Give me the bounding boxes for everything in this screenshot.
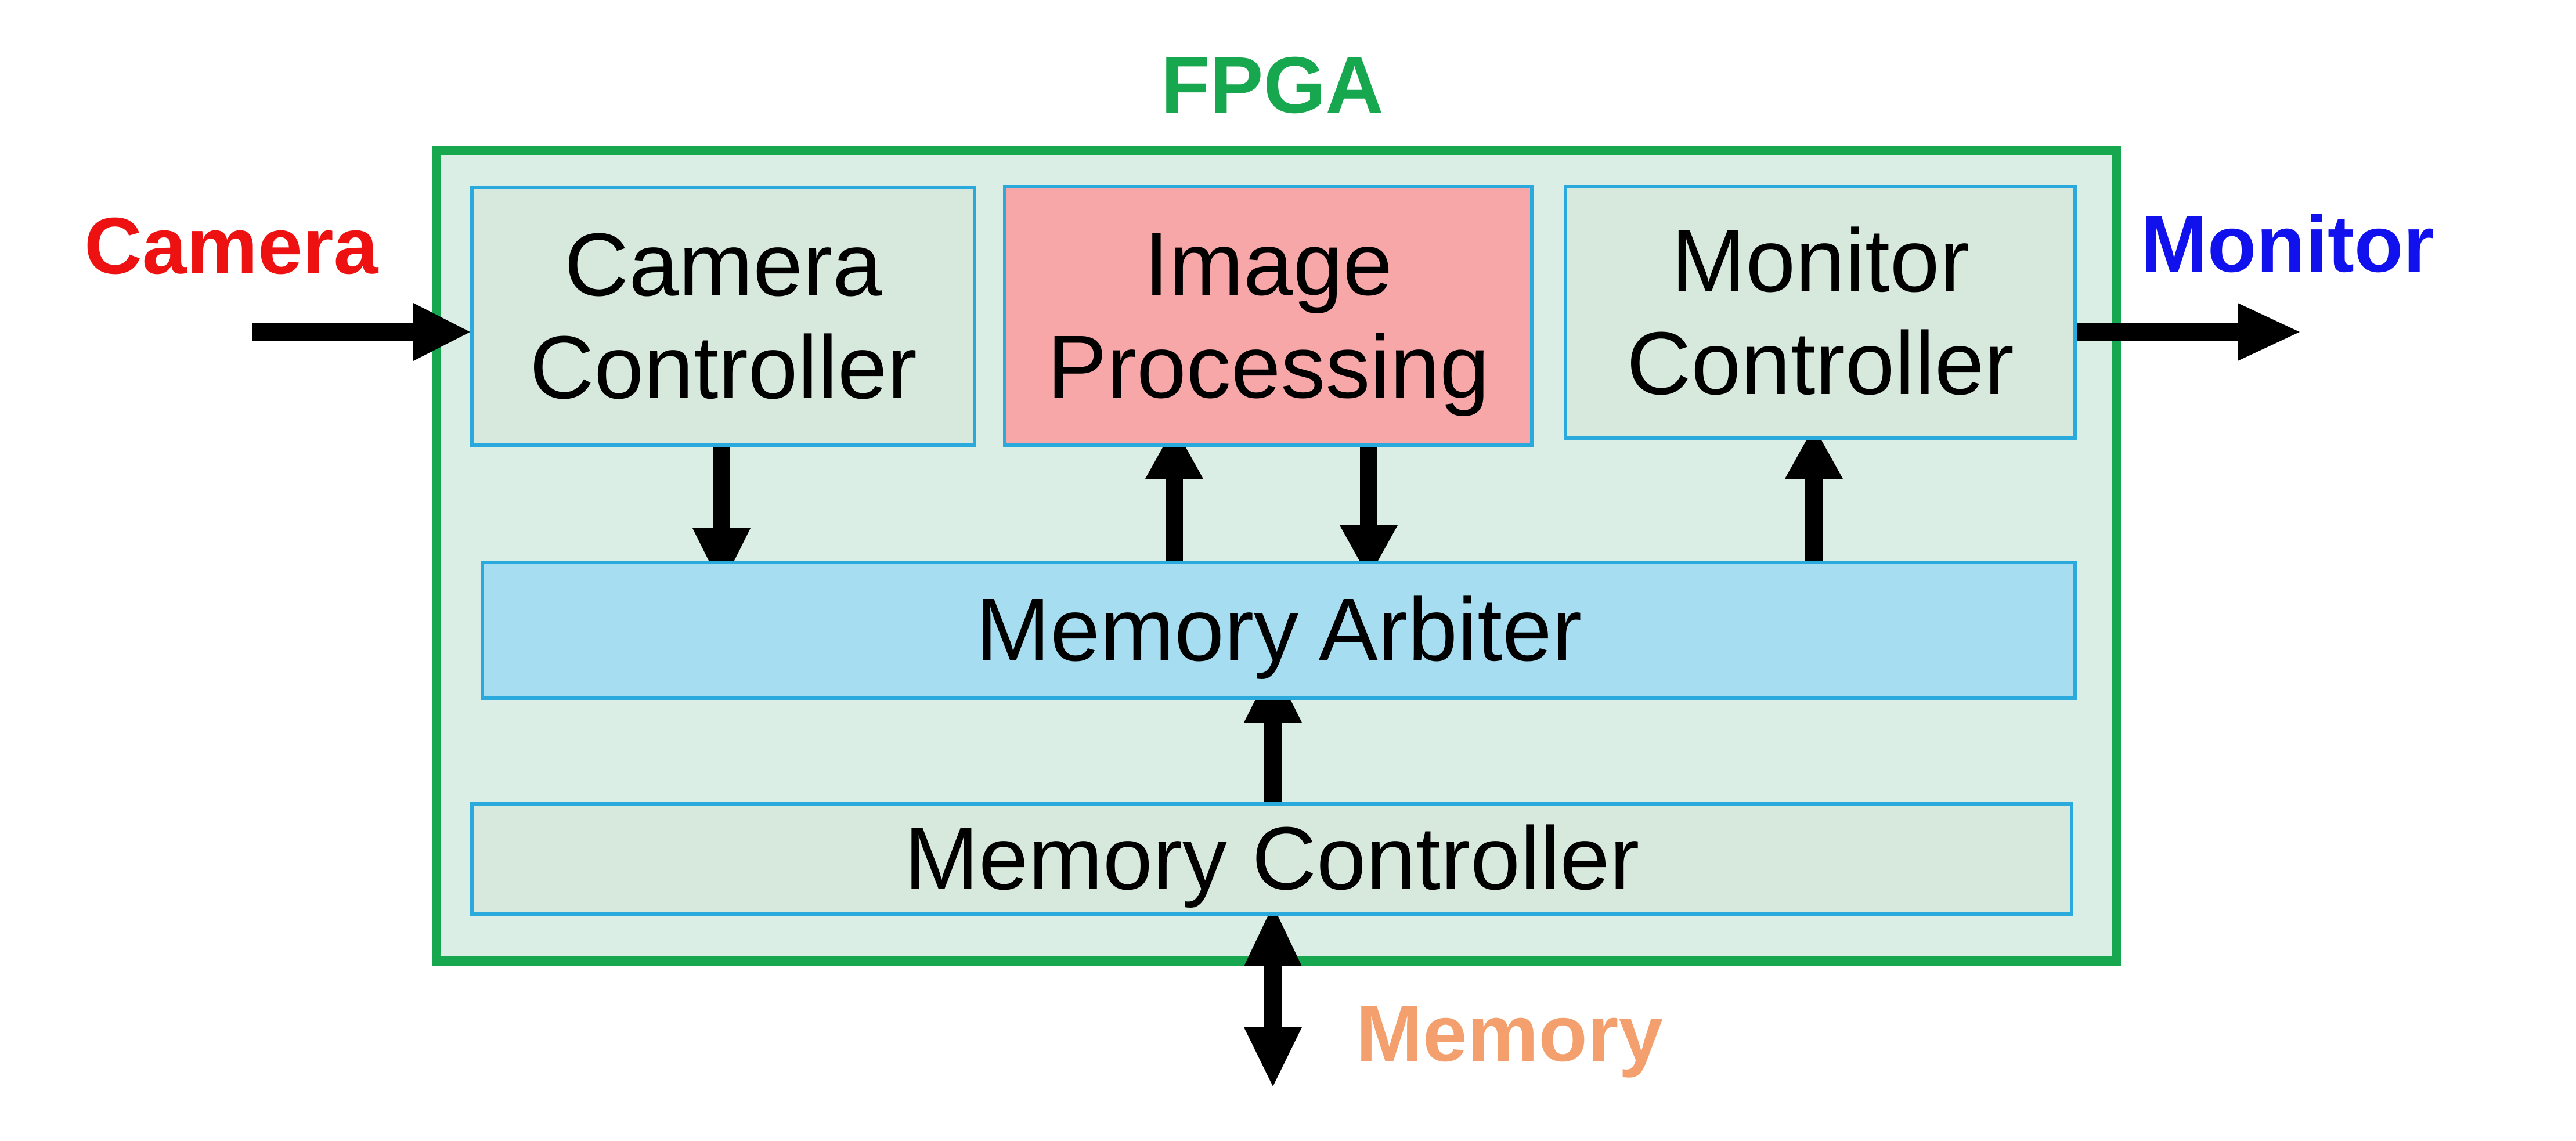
arbiter-to-image-processing-arrow	[1145, 427, 1203, 577]
camera-label: Camera	[84, 201, 378, 291]
monitor-controller-line-1: Monitor	[1671, 210, 1969, 310]
memory-controller-block: Memory Controller	[470, 802, 2073, 916]
memory-controller-label: Memory Controller	[904, 808, 1640, 909]
camera-to-arbiter-arrow	[692, 436, 751, 586]
memory-arbiter-label: Memory Arbiter	[975, 580, 1582, 680]
camera-input-arrow	[252, 303, 470, 361]
image-processing-line-1: Image	[1143, 214, 1392, 314]
fpga-label: FPGA	[1161, 41, 1384, 130]
monitor-output-arrow	[2066, 303, 2300, 361]
memory-label: Memory	[1356, 989, 1664, 1078]
monitor-label: Monitor	[2141, 200, 2434, 289]
image-processing-block: Image Processing	[1003, 185, 1534, 447]
memory-arbiter-block: Memory Arbiter	[481, 561, 2077, 700]
arbiter-to-monitor-arrow	[1785, 427, 1843, 577]
camera-controller-line-2: Controller	[529, 317, 917, 417]
camera-controller-block: Camera Controller	[470, 186, 976, 447]
controller-memory-bidirectional-arrow	[1244, 905, 1302, 1086]
monitor-controller-line-2: Controller	[1626, 313, 2014, 413]
monitor-controller-block: Monitor Controller	[1564, 185, 2077, 440]
image-processing-line-2: Processing	[1047, 317, 1489, 417]
camera-controller-line-1: Camera	[564, 214, 882, 315]
